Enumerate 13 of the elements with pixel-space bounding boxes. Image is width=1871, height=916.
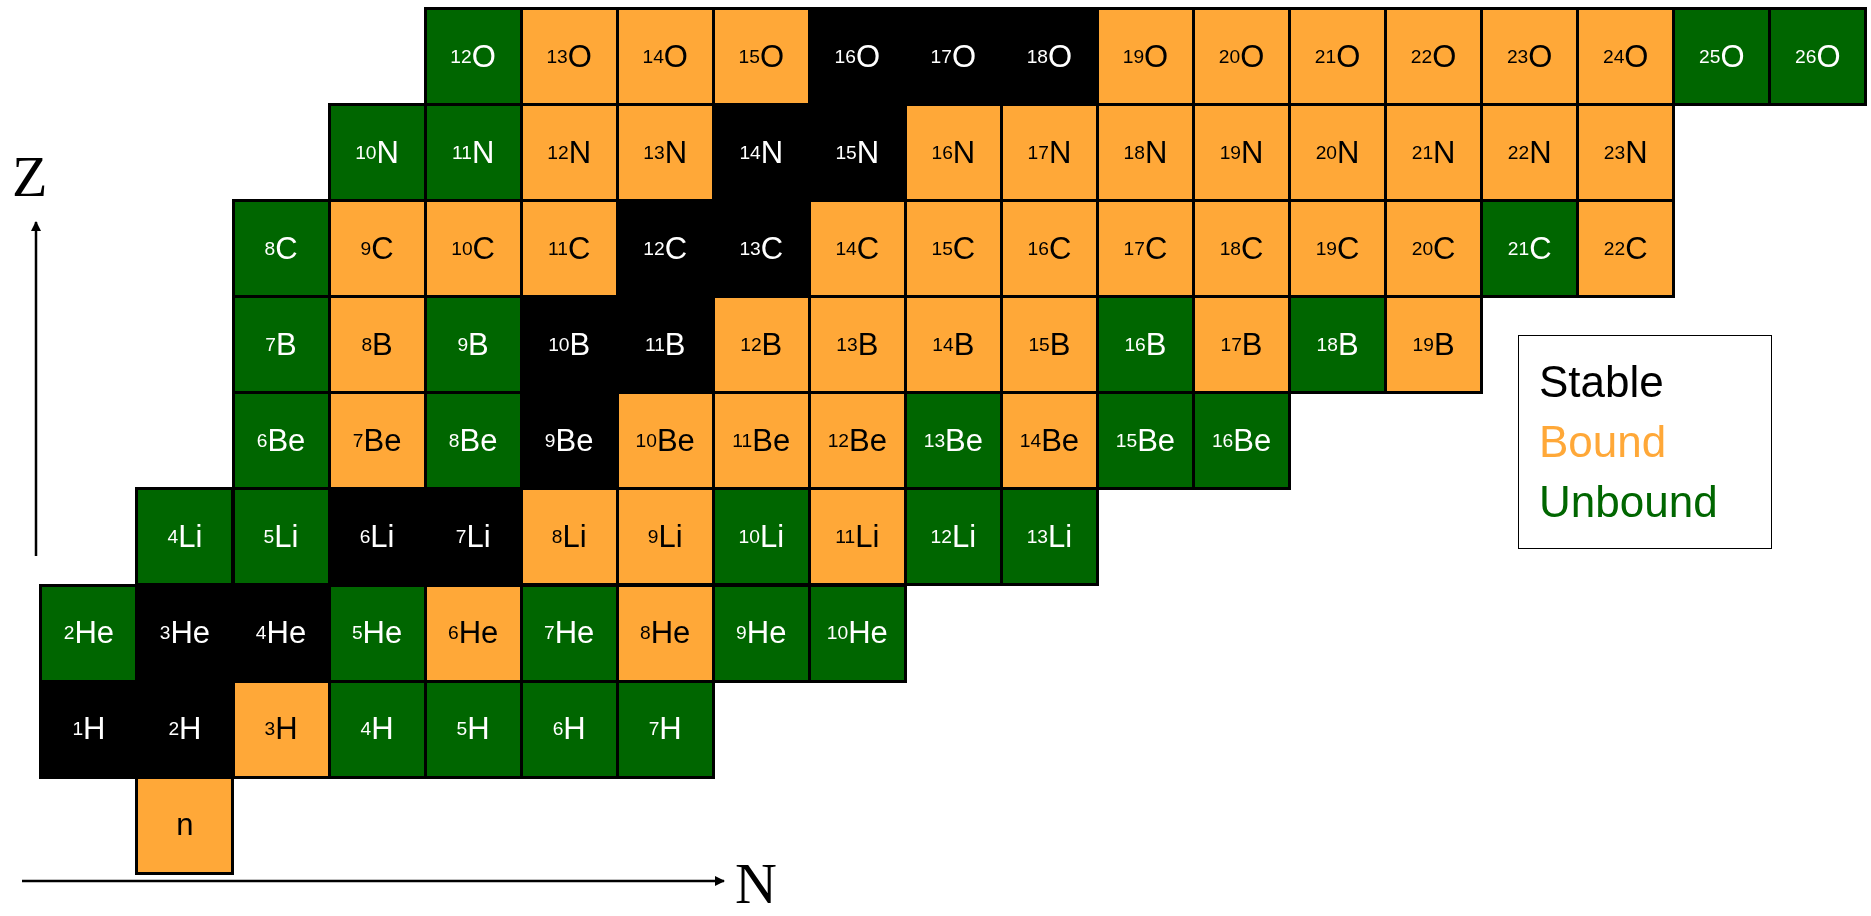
nuclide-cell: $^{16}$Be <box>1192 391 1292 491</box>
nuclide-cell: $^{5}$Li <box>231 487 331 587</box>
legend-entry: Stable <box>1539 356 1665 408</box>
axis-label: N <box>735 855 777 913</box>
legend-entry: Unbound <box>1539 476 1719 528</box>
nuclide-cell: $^{26}$O <box>1768 7 1868 107</box>
nuclide-cell: $^{4}$Li <box>135 487 235 587</box>
legend-entry: Bound <box>1539 416 1668 468</box>
nuclide-cell: $^{4}$He <box>231 583 331 683</box>
nuclide-cell: $^{19}$B <box>1384 295 1484 395</box>
nuclide-cell: $^{22}$C <box>1576 199 1676 299</box>
axis-label: Z <box>12 148 48 206</box>
nuclide-cell: $^{3}$He <box>135 583 235 683</box>
